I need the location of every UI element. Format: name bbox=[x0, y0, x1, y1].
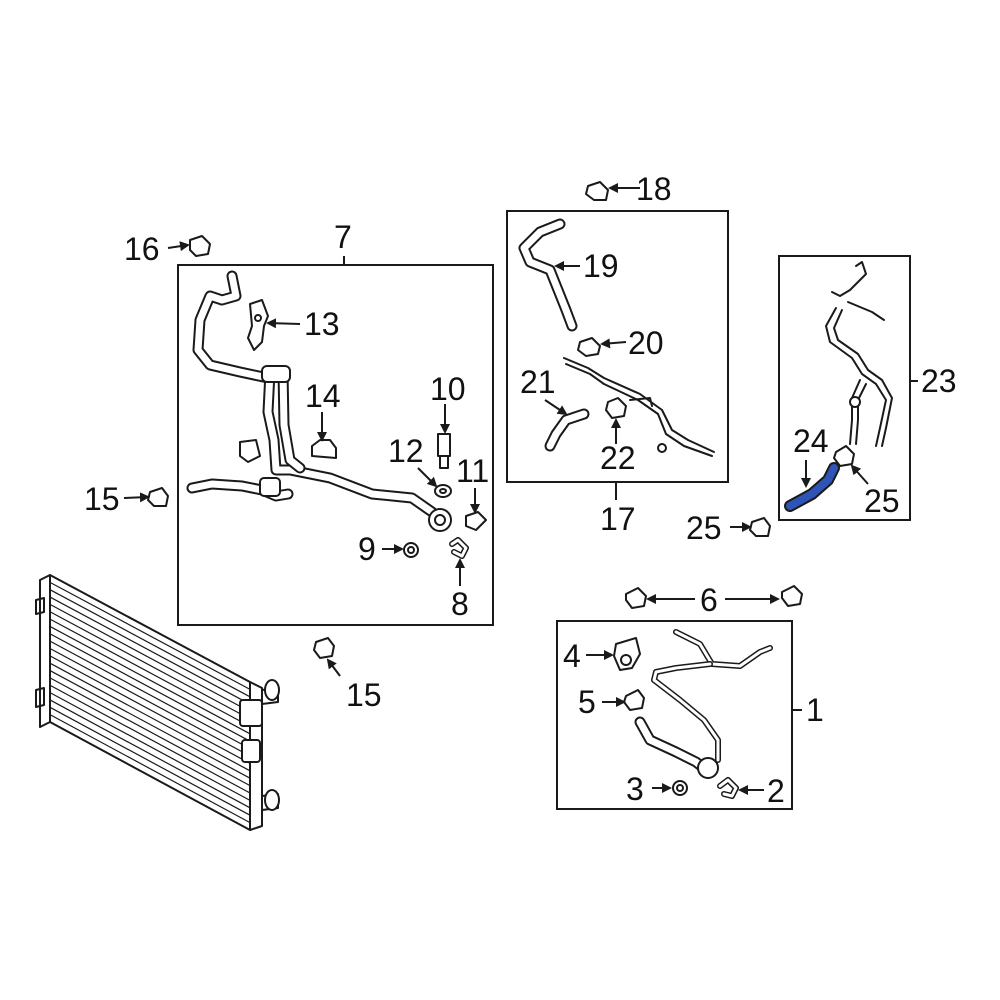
radiator-fin bbox=[49, 603, 251, 713]
o-ring-9 bbox=[403, 542, 419, 558]
callout-22: 22 bbox=[600, 440, 636, 476]
clip-5 bbox=[623, 689, 645, 711]
callout-8: 8 bbox=[451, 586, 469, 622]
radiator-fin bbox=[49, 589, 251, 698]
callout-14: 14 bbox=[305, 378, 341, 414]
radiator-fin bbox=[49, 684, 251, 794]
sensor-10 bbox=[437, 433, 451, 469]
radiator-fin bbox=[49, 692, 251, 801]
callout-6: 6 bbox=[700, 582, 718, 618]
retainer-8 bbox=[449, 537, 469, 559]
clip-6-right bbox=[781, 585, 803, 607]
radiator-fin bbox=[49, 625, 251, 735]
callout-10: 10 bbox=[430, 371, 466, 407]
clip-16 bbox=[189, 235, 211, 257]
clip-18 bbox=[585, 181, 609, 201]
callout-15-bottom: 15 bbox=[346, 677, 382, 713]
clip-25-in-box bbox=[833, 445, 855, 467]
radiator-fin bbox=[49, 714, 251, 824]
radiator-fin bbox=[49, 640, 251, 750]
group-box-7 bbox=[177, 264, 494, 626]
callout-5: 5 bbox=[578, 684, 596, 720]
radiator-fin bbox=[49, 677, 251, 787]
clip-14 bbox=[311, 439, 337, 459]
radiator-fin bbox=[49, 706, 251, 816]
hose-21 bbox=[544, 408, 590, 452]
callout-20: 20 bbox=[628, 325, 664, 361]
clip-15-left bbox=[147, 487, 169, 507]
callout-1: 1 bbox=[806, 692, 824, 728]
callout-3: 3 bbox=[626, 771, 644, 807]
hose-assembly-1 bbox=[634, 629, 773, 779]
bracket-13 bbox=[247, 299, 269, 351]
pipe-bracket-17 bbox=[563, 357, 715, 457]
callout-11: 11 bbox=[456, 453, 489, 489]
radiator-fin bbox=[49, 647, 251, 757]
clip-11 bbox=[465, 511, 487, 531]
washer-12 bbox=[434, 484, 452, 498]
retainer-2 bbox=[717, 777, 739, 799]
connector-4 bbox=[613, 637, 641, 671]
radiator-fin bbox=[49, 655, 251, 764]
radiator-fin bbox=[49, 581, 251, 690]
callout-21: 21 bbox=[520, 364, 556, 400]
pipe-assembly-23 bbox=[825, 261, 893, 447]
group-box-1 bbox=[556, 620, 793, 810]
coolant-hose-assembly-7 bbox=[186, 270, 452, 532]
callout-16: 16 bbox=[124, 231, 160, 267]
callout-25-outside: 25 bbox=[686, 510, 722, 546]
radiator-fin bbox=[49, 662, 251, 772]
callout-12: 12 bbox=[388, 433, 424, 469]
callout-7: 7 bbox=[334, 219, 352, 255]
callout-13: 13 bbox=[304, 306, 340, 342]
callout-25-in-box: 25 bbox=[864, 483, 900, 519]
leader-lines bbox=[123, 183, 918, 795]
hose-24 bbox=[784, 462, 840, 512]
o-ring-3 bbox=[672, 780, 688, 796]
radiator-fin bbox=[49, 596, 251, 705]
radiator-fin bbox=[49, 618, 251, 727]
group-box-23 bbox=[778, 255, 911, 521]
radiator bbox=[35, 574, 280, 831]
clip-22 bbox=[605, 397, 627, 419]
callout-2: 2 bbox=[767, 773, 785, 809]
radiator-fin bbox=[49, 670, 251, 779]
hose-19 bbox=[518, 218, 578, 332]
clip-15-bottom bbox=[313, 637, 335, 659]
callout-17: 17 bbox=[600, 501, 636, 537]
group-box-17 bbox=[506, 210, 729, 483]
clip-20 bbox=[577, 337, 601, 357]
callout-23: 23 bbox=[921, 363, 957, 399]
radiator-fin bbox=[49, 699, 251, 809]
radiator-fin bbox=[49, 633, 251, 742]
clip-6-left bbox=[625, 587, 647, 609]
callout-15-left: 15 bbox=[84, 481, 120, 517]
callout-19: 19 bbox=[583, 248, 619, 284]
callout-4: 4 bbox=[563, 638, 581, 674]
callout-9: 9 bbox=[358, 531, 376, 567]
clip-25-outside bbox=[749, 517, 771, 537]
radiator-fin bbox=[49, 611, 251, 720]
callout-24: 24 bbox=[793, 423, 829, 459]
callout-18: 18 bbox=[636, 171, 672, 207]
